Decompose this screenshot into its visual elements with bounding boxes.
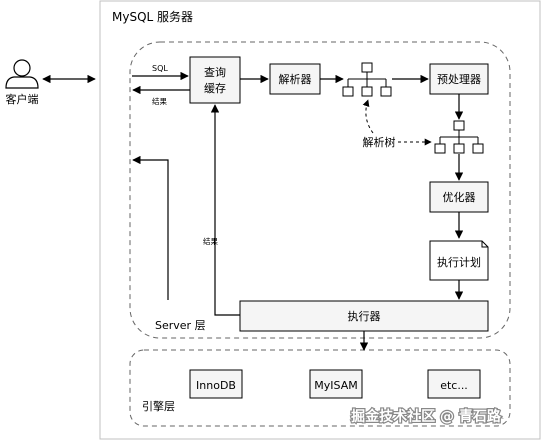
parse-tree-icon-2 xyxy=(434,120,484,154)
execution-plan-box xyxy=(429,240,489,281)
execution-plan-fold xyxy=(481,241,488,248)
engine-layer-label: 引擎层 xyxy=(142,399,175,413)
watermark-text: 掘金技术社区 @ 青石路 xyxy=(351,408,502,425)
parser-box xyxy=(269,63,321,95)
client-label: 客户端 xyxy=(6,92,39,106)
executor-box xyxy=(239,300,489,332)
parser-label: 解析器 xyxy=(279,72,312,86)
executor-result-arrow xyxy=(132,155,169,300)
result-label-mid: 结果 xyxy=(203,236,218,246)
server-layer-label: Server 层 xyxy=(155,319,206,332)
optimizer-label: 优化器 xyxy=(443,190,476,204)
preprocessor-box xyxy=(429,63,489,95)
engine-innodb-box xyxy=(189,369,243,399)
parse-tree-pointer-up xyxy=(362,99,374,134)
result-label-top: 结果 xyxy=(152,96,167,106)
engine-myisam-box xyxy=(309,369,363,399)
mysql-server-frame xyxy=(99,0,541,440)
engine-etc-label: etc... xyxy=(440,379,468,392)
engine-etc-box xyxy=(427,369,481,399)
sql-label: SQL xyxy=(152,64,168,73)
engine-myisam-label: MyISAM xyxy=(314,379,357,392)
execution-plan-label: 执行计划 xyxy=(437,255,481,269)
query-cache-line2: 缓存 xyxy=(204,81,226,95)
mysql-server-title: MySQL 服务器 xyxy=(112,9,193,24)
preprocessor-label: 预处理器 xyxy=(437,73,481,86)
engine-layer-region xyxy=(129,349,511,427)
parse-tree-label: 解析树 xyxy=(363,135,396,149)
client-user-icon xyxy=(5,59,39,89)
query-cache-line1: 查询 xyxy=(204,65,226,79)
executor-label: 执行器 xyxy=(348,309,381,323)
query-cache-box xyxy=(189,56,241,104)
parse-tree-icon-1 xyxy=(342,62,392,97)
server-layer-region xyxy=(129,41,511,339)
engine-innodb-label: InnoDB xyxy=(196,379,236,392)
optimizer-box xyxy=(429,181,489,213)
executor-to-cache-arrow xyxy=(210,104,240,316)
